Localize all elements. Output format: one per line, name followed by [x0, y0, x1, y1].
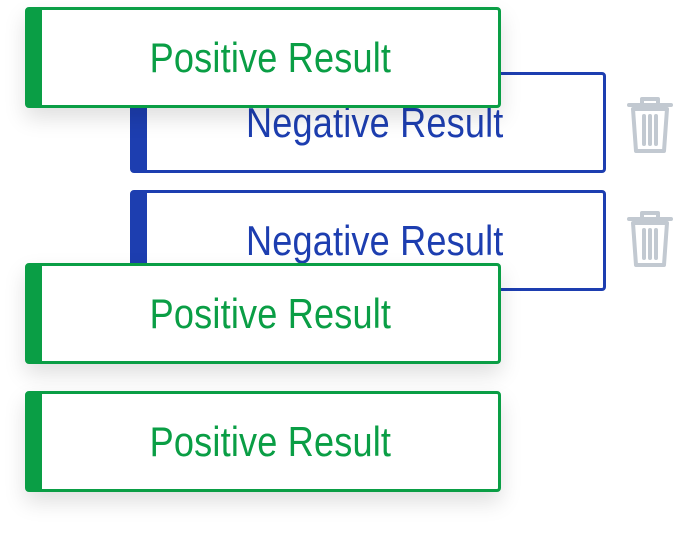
positive-result-label: Positive Result	[149, 33, 391, 81]
negative-result-label: Negative Result	[246, 216, 504, 264]
positive-result-label: Positive Result	[149, 417, 391, 465]
positive-result-card[interactable]: Positive Result	[25, 391, 501, 492]
positive-result-label: Positive Result	[149, 289, 391, 337]
trash-icon[interactable]	[625, 96, 675, 156]
trash-icon[interactable]	[625, 210, 675, 270]
positive-result-card[interactable]: Positive Result	[25, 263, 501, 364]
positive-result-card[interactable]: Positive Result	[25, 7, 501, 108]
